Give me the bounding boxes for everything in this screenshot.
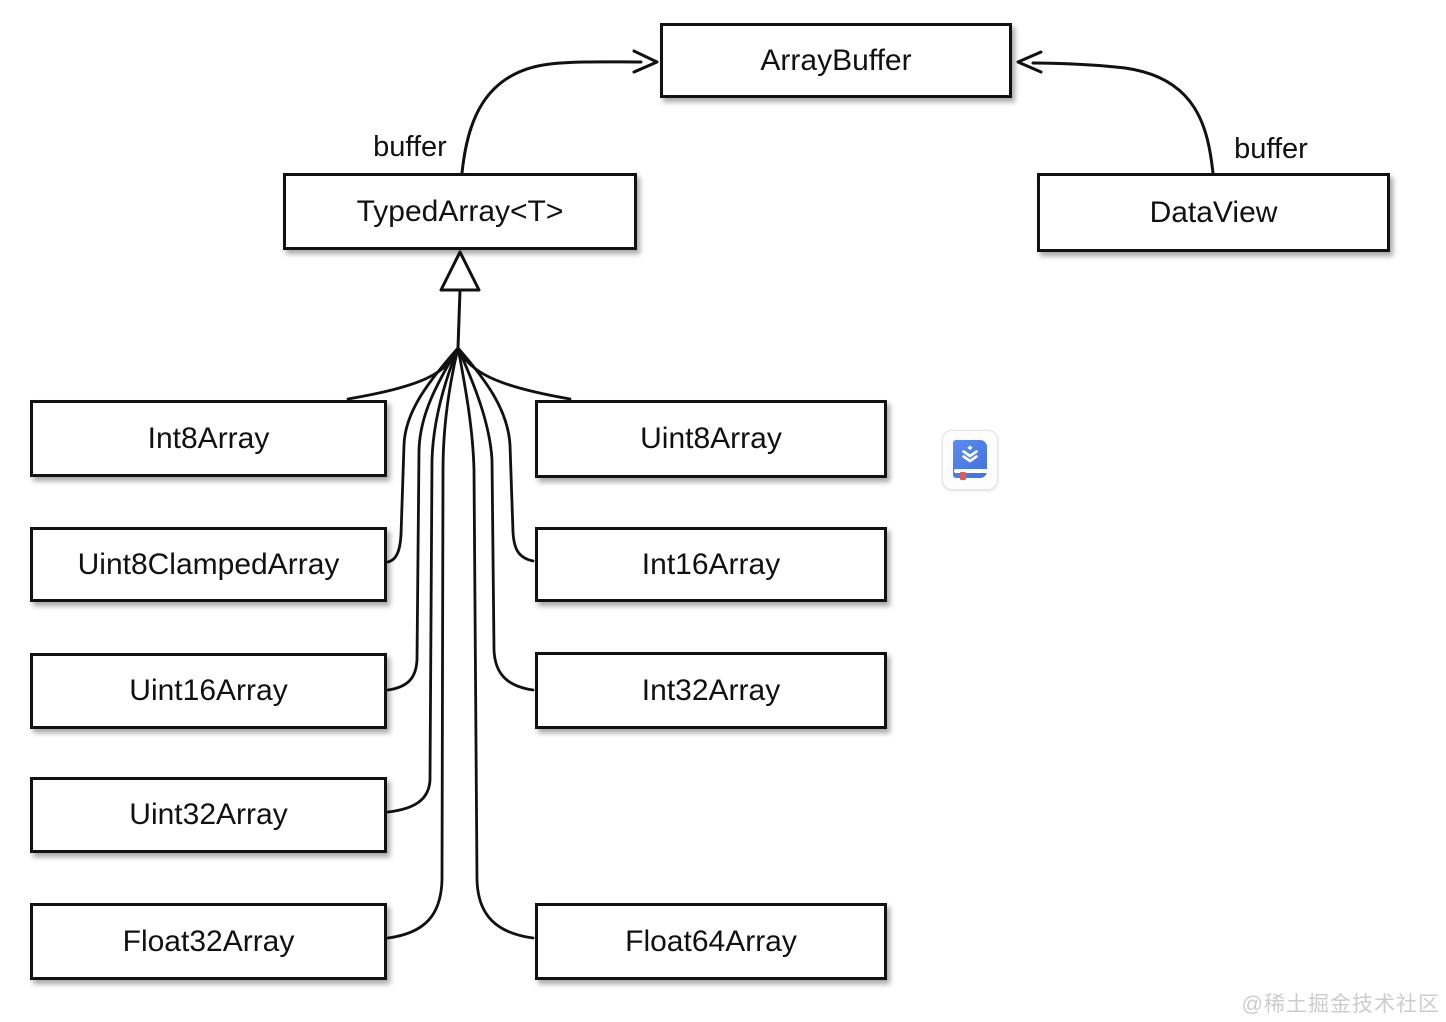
edge-label-buffer-left: buffer (373, 131, 447, 163)
edge-typedarray-arraybuffer (460, 60, 643, 175)
edge-label-buffer-right: buffer (1234, 133, 1308, 165)
edge-dataview-arraybuffer (1031, 61, 1215, 175)
red-bookmark-icon (960, 472, 966, 480)
node-dataview: DataView (1037, 173, 1390, 252)
node-int32array: Int32Array (535, 652, 887, 729)
edge-int16array (456, 346, 535, 563)
dictionary-extension-button[interactable] (942, 430, 998, 490)
edge-float32array (386, 346, 460, 940)
node-arraybuffer: ArrayBuffer (660, 23, 1012, 98)
node-typedarray: TypedArray<T> (283, 173, 637, 250)
node-uint8clampedarray: Uint8ClampedArray (30, 527, 387, 602)
stacked-chevrons-icon (962, 445, 978, 463)
edge-int32array (456, 346, 535, 692)
edge-float64array (456, 346, 535, 940)
node-uint8array: Uint8Array (535, 400, 887, 478)
edge-uint8array (456, 346, 572, 401)
watermark: @稀土掘金技术社区 (1241, 993, 1440, 1016)
node-float32array: Float32Array (30, 903, 387, 980)
edge-uint8clampedarray (386, 346, 460, 564)
generalization-stem (456, 288, 462, 350)
edge-int8array (346, 346, 460, 401)
arrowhead-into-arraybuffer-left (632, 49, 659, 74)
generalization-triangle-icon (439, 250, 481, 292)
arrowhead-into-arraybuffer-right (1016, 50, 1043, 74)
blue-book-icon (953, 440, 988, 480)
edge-uint32array (386, 346, 460, 814)
node-int8array: Int8Array (30, 400, 387, 477)
node-uint16array: Uint16Array (30, 653, 387, 729)
book-pages-edge (954, 469, 988, 473)
node-int16array: Int16Array (535, 527, 887, 602)
node-float64array: Float64Array (535, 903, 887, 980)
node-uint32array: Uint32Array (30, 777, 387, 853)
edge-uint16array (386, 346, 460, 692)
